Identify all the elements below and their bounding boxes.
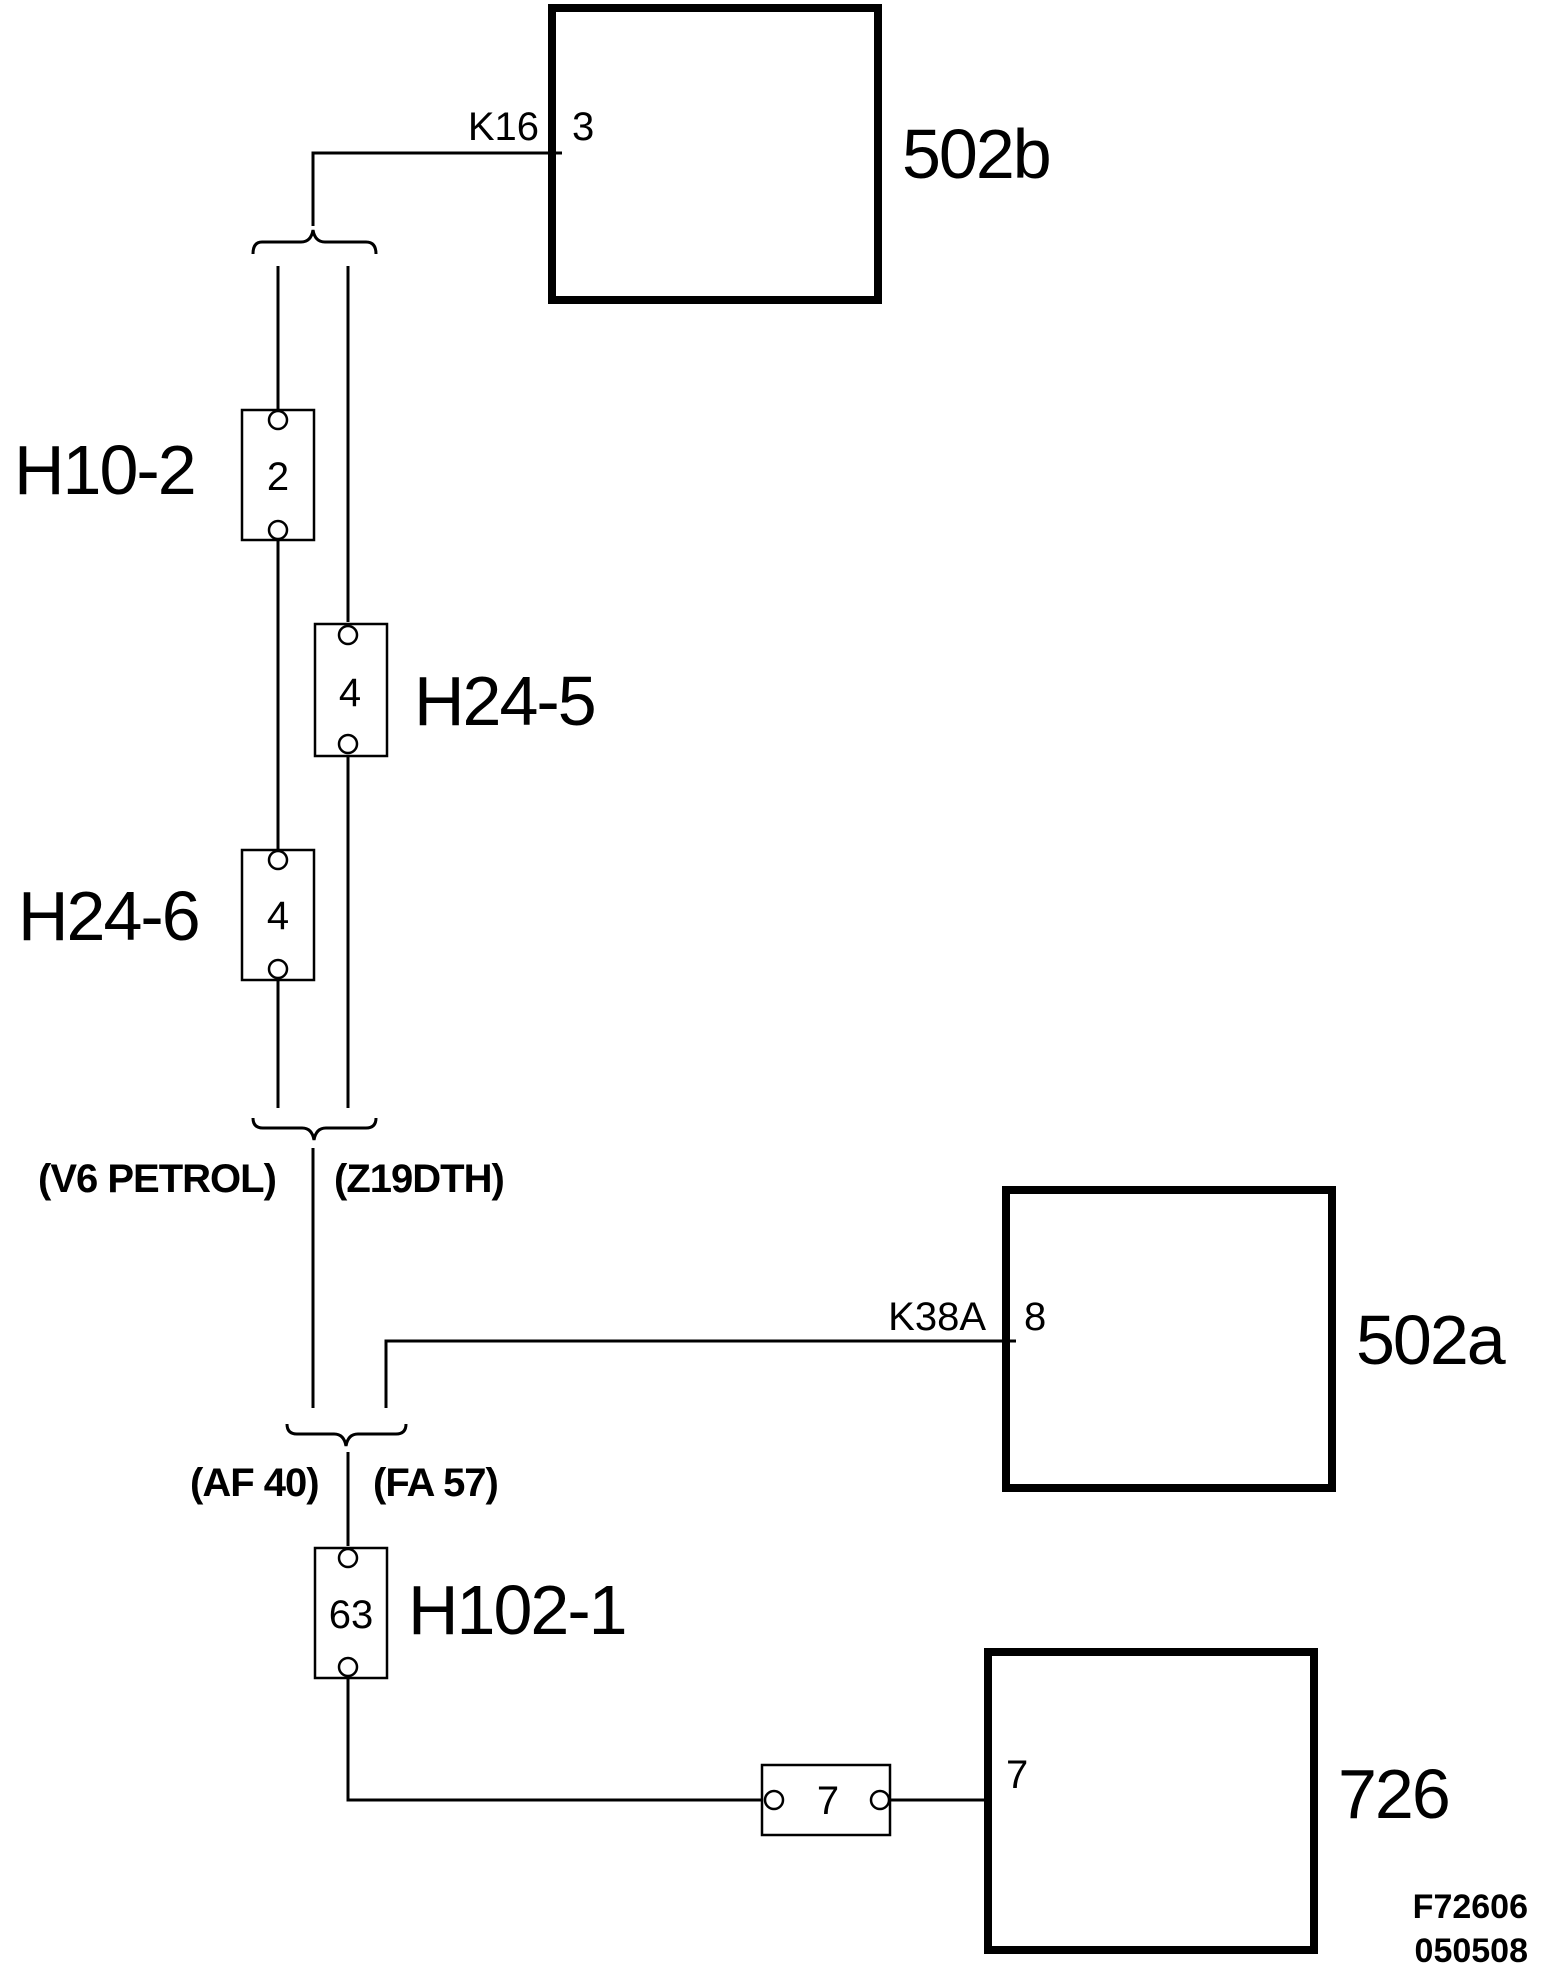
inline-7-pin: 7 xyxy=(817,1779,839,1823)
variant-fa57: (FA 57) xyxy=(373,1461,498,1505)
wire-k38a xyxy=(384,1339,1016,1408)
variant-z19dth: (Z19DTH) xyxy=(334,1157,504,1201)
terminal xyxy=(337,1656,359,1678)
inline-connector-7: 7 xyxy=(760,1763,892,1837)
h102-1-pin: 63 xyxy=(329,1593,374,1637)
unit-502a-box xyxy=(1002,1186,1336,1492)
unit-502b-label: 502b xyxy=(902,115,1050,193)
unit-502b-pin: 3 xyxy=(572,105,594,149)
terminal xyxy=(267,849,289,871)
wire-k16 xyxy=(311,151,562,226)
unit-726: 726 7 xyxy=(984,1648,1451,1954)
h10-2-pin: 2 xyxy=(267,455,289,499)
unit-502b: 502b 3 K16 xyxy=(468,4,1052,304)
terminal xyxy=(869,1789,891,1811)
unit-726-pin: 7 xyxy=(1006,1753,1028,1797)
terminal xyxy=(337,733,359,755)
h24-5-pin: 4 xyxy=(339,671,361,715)
figure-code-line1: F72606 xyxy=(1413,1888,1528,1926)
terminal xyxy=(337,624,359,646)
variant-af40: (AF 40) xyxy=(190,1461,319,1505)
connector-h10-2: 2 H10-2 xyxy=(14,408,316,542)
unit-726-box xyxy=(984,1648,1318,1954)
connector-h24-6: 4 H24-6 xyxy=(18,848,316,982)
wire-k16-label: K16 xyxy=(468,105,539,149)
wire-to-inline-7 xyxy=(346,1678,762,1802)
unit-502a-pin: 8 xyxy=(1024,1295,1046,1339)
h10-2-label: H10-2 xyxy=(14,431,195,509)
terminal xyxy=(337,1547,359,1569)
h24-6-label: H24-6 xyxy=(18,877,199,955)
h24-6-pin: 4 xyxy=(267,894,289,938)
terminal xyxy=(267,409,289,431)
figure-code-line2: 050508 xyxy=(1415,1932,1528,1970)
connector-h102-1: 63 H102-1 xyxy=(313,1546,628,1680)
terminal xyxy=(267,519,289,541)
figure-code: F72606 050508 xyxy=(1413,1888,1528,1970)
connector-h24-5: 4 H24-5 xyxy=(313,622,597,758)
terminal xyxy=(267,958,289,980)
unit-726-label: 726 xyxy=(1338,1755,1449,1833)
terminal xyxy=(763,1789,785,1811)
variant-bracket xyxy=(251,1117,378,1141)
gearbox-bracket xyxy=(285,1423,408,1447)
h24-5-label: H24-5 xyxy=(414,662,595,740)
unit-502a-label: 502a xyxy=(1356,1301,1506,1379)
variant-v6-petrol: (V6 PETROL) xyxy=(38,1157,276,1201)
unit-502a: 502a 8 K38A xyxy=(888,1186,1508,1492)
h102-1-label: H102-1 xyxy=(408,1571,626,1649)
top-branch-bracket xyxy=(251,229,378,255)
wire-k38a-label: K38A xyxy=(888,1295,986,1339)
unit-502b-box xyxy=(548,4,882,304)
